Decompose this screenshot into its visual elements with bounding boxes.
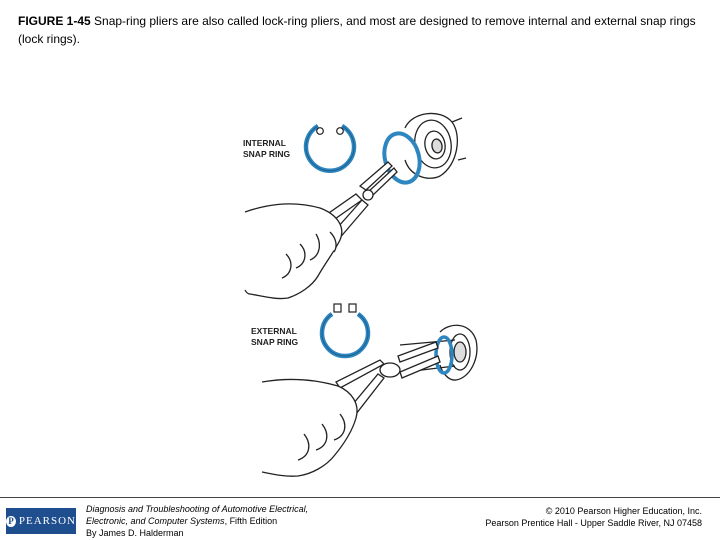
copyright-notice: © 2010 Pearson Higher Education, Inc. Pe… xyxy=(402,505,702,529)
external-label-line2: SNAP RING xyxy=(251,337,298,347)
external-label-line1: EXTERNAL xyxy=(251,326,297,336)
snap-ring-pliers-illustration: INTERNAL SNAP RING EXTERNAL SNAP RING xyxy=(243,112,478,477)
book-edition: , Fifth Edition xyxy=(224,516,278,526)
footer-divider xyxy=(0,497,720,498)
copyright-line1: © 2010 Pearson Higher Education, Inc. xyxy=(545,506,702,516)
logo-text: PEARSON xyxy=(18,515,76,527)
internal-ring-installed xyxy=(382,131,422,185)
internal-label-line1: INTERNAL xyxy=(243,138,286,148)
external-pliers xyxy=(335,341,441,415)
external-ring-installed xyxy=(434,335,454,375)
figure-number: FIGURE 1-45 xyxy=(18,14,91,28)
book-citation: Diagnosis and Troubleshooting of Automot… xyxy=(86,503,346,539)
internal-snap-ring-label: INTERNAL SNAP RING xyxy=(243,138,290,159)
pearson-logo: P PEARSON xyxy=(6,508,76,534)
caption-text: Snap-ring pliers are also called lock-ri… xyxy=(18,14,696,46)
figure-caption: FIGURE 1-45 Snap-ring pliers are also ca… xyxy=(18,12,708,48)
internal-label-line2: SNAP RING xyxy=(243,149,290,159)
book-author: By James D. Halderman xyxy=(86,528,184,538)
copyright-line2: Pearson Prentice Hall - Upper Saddle Riv… xyxy=(485,518,702,528)
external-snap-ring-icon xyxy=(319,303,371,359)
hand-bottom xyxy=(261,378,358,477)
pearson-p-icon: P xyxy=(6,515,16,527)
hand-top xyxy=(244,203,343,300)
external-snap-ring-label: EXTERNAL SNAP RING xyxy=(251,326,298,347)
book-title-line1: Diagnosis and Troubleshooting of Automot… xyxy=(86,504,309,514)
internal-snap-ring-icon xyxy=(303,124,357,173)
book-title-line2: Electronic, and Computer Systems xyxy=(86,516,225,526)
